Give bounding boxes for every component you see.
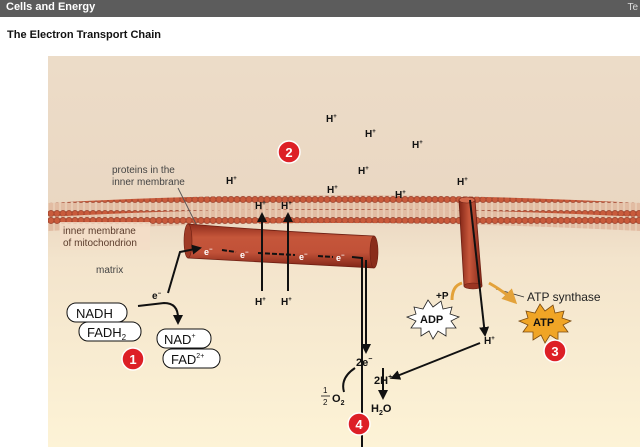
phosphate-label: +P xyxy=(436,291,449,302)
svg-text:1: 1 xyxy=(323,386,328,395)
proteins-label-line1: proteins in the xyxy=(112,165,175,176)
svg-text:NADH: NADH xyxy=(76,306,113,321)
membrane-label: inner membrane of mitochondrion xyxy=(60,222,150,250)
svg-text:H+: H+ xyxy=(226,176,237,187)
svg-text:H+: H+ xyxy=(395,190,406,201)
svg-text:1: 1 xyxy=(129,352,136,367)
svg-text:e−: e− xyxy=(336,253,345,263)
adp-input-arrow xyxy=(450,281,463,301)
synthase-proton-arrow xyxy=(469,199,490,337)
svg-text:2: 2 xyxy=(285,145,292,160)
svg-text:H+: H+ xyxy=(358,166,369,177)
proton-to-water-arrow xyxy=(390,342,481,380)
electron-path: e− e− e− e− xyxy=(167,244,363,447)
half-oxygen-label: 1 2 O2 xyxy=(321,386,345,407)
svg-text:H+: H+ xyxy=(281,201,292,212)
fad-box: FAD2+ xyxy=(162,348,221,369)
svg-text:FADH2: FADH2 xyxy=(87,325,127,342)
atp-output-arrow xyxy=(488,281,518,305)
svg-text:FAD2+: FAD2+ xyxy=(171,352,204,367)
top-bar-right-text: Te xyxy=(627,2,638,13)
proteins-label-leader xyxy=(177,187,198,227)
two-protons-label: 2H+ xyxy=(374,374,392,387)
svg-text:e−: e− xyxy=(299,252,308,262)
svg-text:inner membrane: inner membrane xyxy=(63,226,136,237)
fadh2-box: FADH2 xyxy=(78,321,142,342)
two-electrons-label: 2e− xyxy=(356,356,372,369)
svg-text:H+: H+ xyxy=(412,140,423,151)
water-label: H2O xyxy=(371,403,392,417)
svg-text:O2: O2 xyxy=(332,393,345,407)
atp-synthase-label: ATP synthase xyxy=(527,290,601,304)
svg-text:4: 4 xyxy=(355,417,363,432)
svg-text:ADP: ADP xyxy=(420,314,443,326)
svg-text:e−: e− xyxy=(204,247,213,257)
svg-text:H+: H+ xyxy=(255,297,266,308)
proteins-label-line2: inner membrane xyxy=(112,177,185,188)
svg-text:H+: H+ xyxy=(281,297,292,308)
svg-text:H+: H+ xyxy=(255,201,266,212)
svg-text:3: 3 xyxy=(551,344,558,359)
adp-starburst: ADP xyxy=(405,299,461,340)
nadh-box: NADH xyxy=(66,302,128,323)
step-badge-1: 1 xyxy=(121,347,145,371)
matrix-label: matrix xyxy=(96,265,123,276)
section-title: Cells and Energy xyxy=(6,1,96,13)
svg-text:2: 2 xyxy=(323,398,328,407)
svg-text:H+: H+ xyxy=(326,114,337,125)
svg-text:e−: e− xyxy=(240,250,249,260)
step-badge-3: 3 xyxy=(543,339,567,363)
svg-text:of mitochondrion: of mitochondrion xyxy=(63,238,137,249)
page-heading: The Electron Transport Chain xyxy=(7,29,162,41)
electron-label: e− xyxy=(152,291,162,302)
atp-starburst: ATP xyxy=(517,303,573,344)
top-bar: Cells and Energy Te xyxy=(0,0,640,17)
svg-text:NAD+: NAD+ xyxy=(164,332,196,347)
svg-text:H+: H+ xyxy=(457,177,468,188)
svg-text:ATP: ATP xyxy=(533,317,554,329)
step-badge-4: 4 xyxy=(347,412,371,436)
svg-text:H+: H+ xyxy=(327,185,338,196)
oxygen-curve xyxy=(342,367,356,393)
nad-box: NAD+ xyxy=(156,328,212,349)
inner-membrane xyxy=(48,195,640,231)
synthase-h-ion: H+ xyxy=(484,336,495,347)
step-badge-2: 2 xyxy=(277,140,301,164)
intermembrane-h-ions: H+ H+ H+ H+ H+ H+ H+ H+ xyxy=(226,114,468,201)
nadh-oxidation-arrow xyxy=(137,301,183,325)
proton-pump-arrows: H+ H+ H+ H+ xyxy=(255,201,293,308)
svg-text:H+: H+ xyxy=(365,129,376,140)
